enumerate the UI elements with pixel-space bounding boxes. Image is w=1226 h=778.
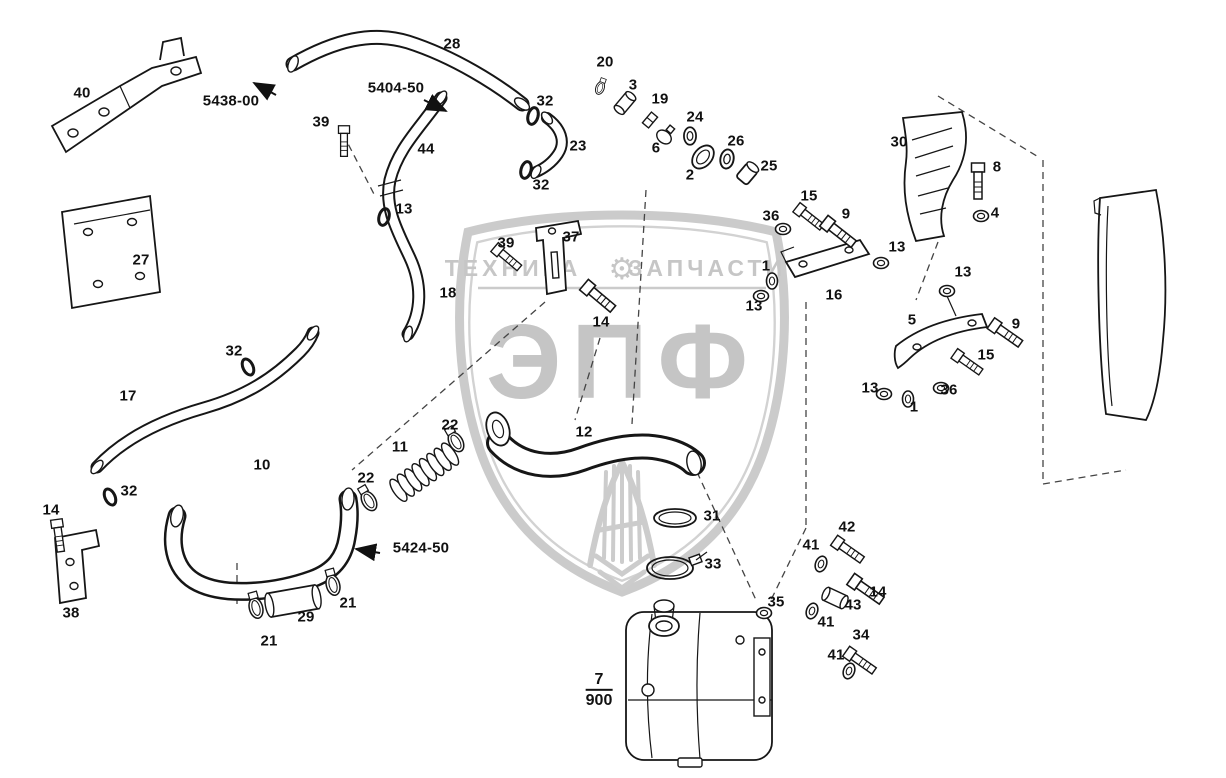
o-ring-31 (653, 508, 697, 528)
bracket-38 (54, 528, 101, 605)
watermark: ТЕХНИКА ⚙ ЗАПЧАСТИ ЭПФ (445, 210, 789, 597)
bracket-37 (535, 219, 583, 296)
bracket-27 (61, 194, 161, 310)
bellows-11 (389, 442, 460, 503)
hose-23 (530, 111, 568, 180)
watermark-tagline-right: ЗАПЧАСТИ (628, 255, 786, 281)
bracket-40 (50, 36, 203, 154)
bracket-5 (893, 295, 989, 370)
ratio-denominator: 900 (585, 692, 613, 709)
watermark-wheat-emblem (587, 459, 657, 592)
part-number-arrows (252, 82, 448, 562)
muffler-7-900 (625, 599, 773, 768)
dashed-leaders (236, 95, 1127, 604)
gear-icon: ⚙ (609, 252, 636, 287)
heat-shield (1093, 188, 1167, 421)
connector-tube-29 (264, 583, 322, 619)
part-ratio-label: 7 900 (585, 670, 613, 710)
hose-17 (90, 325, 320, 475)
hose-28 (285, 29, 531, 112)
fitting-chain-top (593, 76, 760, 186)
hose-10 (163, 487, 359, 601)
watermark-brand: ЭПФ (486, 303, 758, 421)
ratio-numerator: 7 (585, 670, 613, 691)
bracket-16 (780, 238, 871, 279)
bracket-30 (901, 111, 968, 243)
clamp-22-left (354, 482, 381, 515)
fasteners (49, 104, 1025, 682)
clamp-33 (646, 551, 708, 580)
pipe-12 (485, 411, 706, 478)
